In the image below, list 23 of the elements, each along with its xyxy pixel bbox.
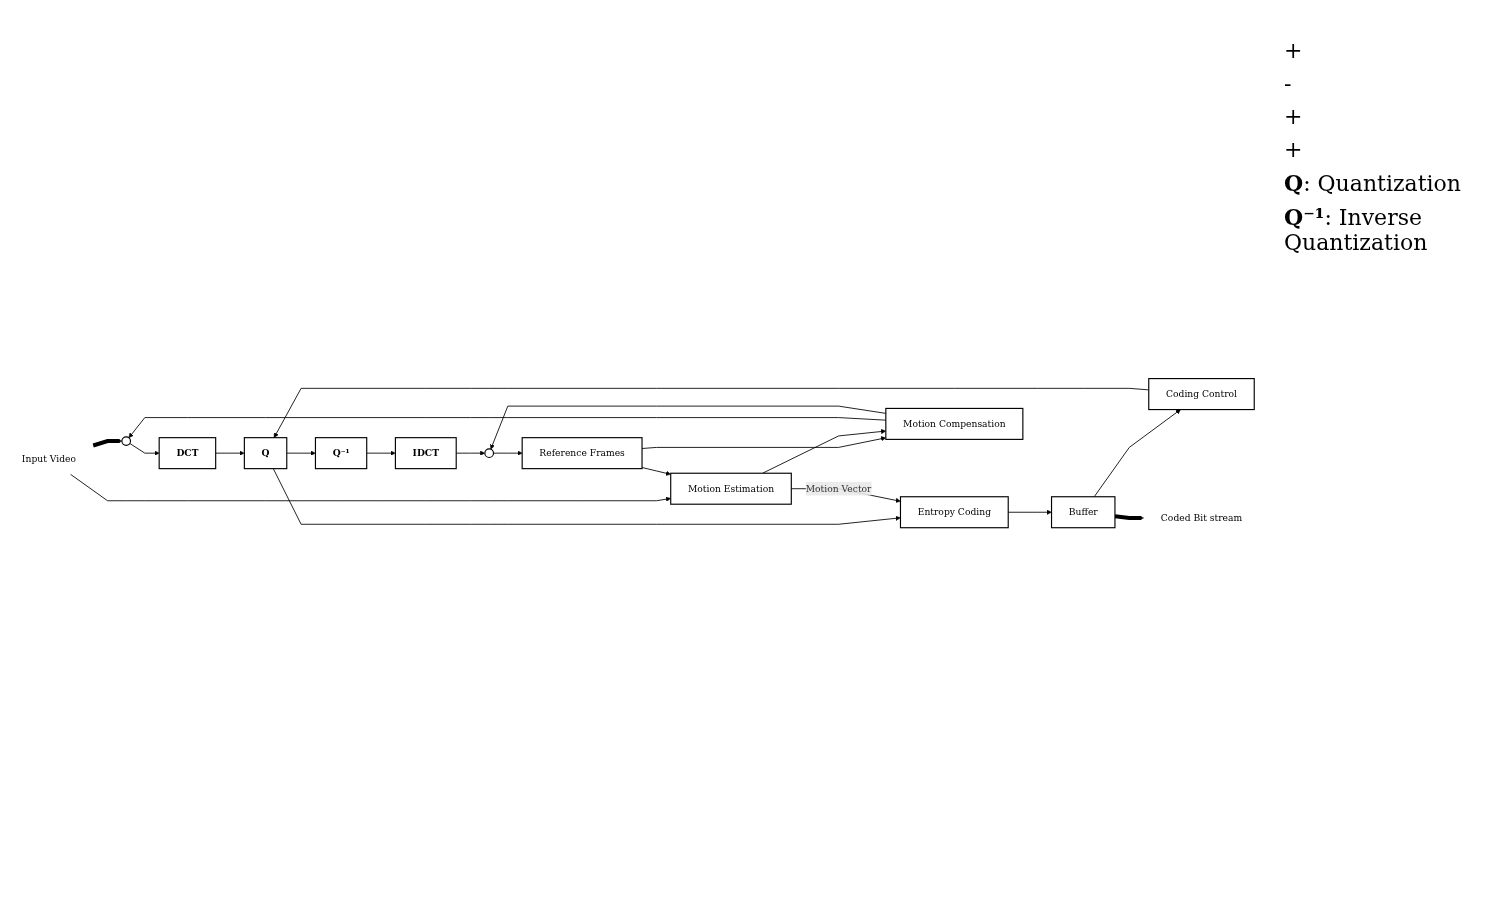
node-box: Buffer: [1050, 496, 1116, 529]
node-box: DCT: [158, 437, 217, 470]
arrow: [1114, 514, 1144, 521]
label-text: Q: Quantization: [1284, 170, 1462, 196]
label-text: +: [1284, 137, 1304, 162]
node-box: Motion Compensation: [885, 407, 1024, 440]
node-box: Reference Frames: [521, 437, 643, 470]
edge-label: Motion Vector: [805, 482, 872, 494]
label-text: Q⁻¹: Inverse Quantization: [1284, 204, 1429, 255]
node-box: IDCT: [394, 437, 457, 470]
label-text: +: [1284, 38, 1304, 63]
node-text: Coded Bit stream: [1160, 512, 1243, 524]
node-circle: [121, 436, 132, 446]
node-box: Q: [243, 437, 288, 470]
node-box: Motion Estimation: [670, 472, 792, 505]
node-circle: [484, 448, 495, 458]
node-text: Input Video: [21, 453, 76, 465]
node-box: Entropy Coding: [899, 496, 1009, 529]
node-box: Q⁻¹: [314, 437, 368, 470]
label-text: -: [1284, 71, 1293, 96]
node-box: Coding Control: [1148, 378, 1255, 411]
arrow: [92, 438, 123, 448]
label-text: +: [1284, 104, 1304, 129]
